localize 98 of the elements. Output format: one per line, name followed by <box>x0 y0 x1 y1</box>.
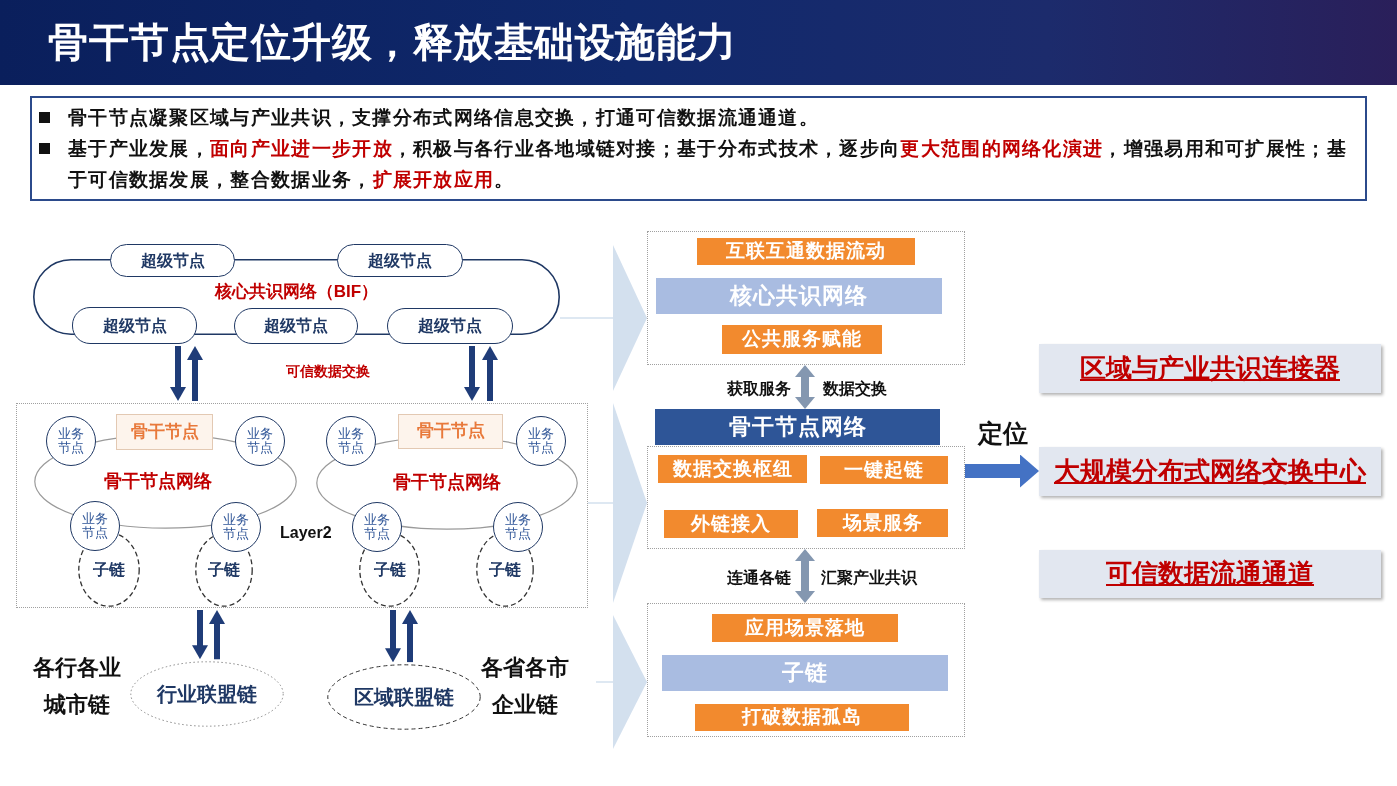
arrow <box>192 610 208 660</box>
arrow <box>209 610 225 660</box>
triangle-arrow <box>559 245 648 391</box>
capability-box <box>722 325 882 354</box>
service-node-circle <box>326 416 376 466</box>
node-label: 应用场景落地 <box>745 616 865 640</box>
layer-label: Layer2 <box>280 523 332 543</box>
layer-group-frame <box>647 446 965 549</box>
capability-box <box>664 510 798 538</box>
node-label: 业务节点 <box>82 511 108 541</box>
positioning-box <box>1039 447 1381 496</box>
network-label: 骨干节点网络 <box>393 472 501 494</box>
service-node-circle <box>352 502 402 552</box>
arrow <box>385 610 401 663</box>
layer-bar <box>662 655 948 691</box>
triangle-arrow <box>587 403 648 603</box>
node-label: 超级节点 <box>418 316 482 336</box>
bullet-text: 骨干节点凝聚区域与产业共识，支撑分布式网络信息交换，打通可信数据流通通道。 <box>68 106 821 130</box>
arrow <box>402 610 418 663</box>
node-label: 子链 <box>373 559 406 580</box>
capability-box <box>695 704 909 731</box>
node-label: 超级节点 <box>368 250 432 271</box>
node-label: 大规模分布式网络交换中心 <box>1054 455 1366 488</box>
node-label: 业务节点 <box>58 426 84 456</box>
arrow <box>482 346 498 401</box>
node-label: 子链 <box>208 560 240 580</box>
node-label: 业务节点 <box>505 512 531 542</box>
node-label: 区域联盟链 <box>354 685 454 709</box>
capability-box <box>817 509 948 537</box>
node-label: 业务节点 <box>223 512 249 542</box>
backbone-node-box <box>398 414 503 449</box>
super-node-pill <box>72 307 197 344</box>
edge-label: 定位 <box>976 418 1030 448</box>
capability-box <box>697 238 915 265</box>
ring-label: 核心共识网络（BIF） <box>214 281 379 303</box>
node-label: 公共服务赋能 <box>742 328 862 351</box>
side-caption: 各行各业城市链 <box>32 654 122 719</box>
super-node-pill <box>110 244 235 277</box>
node-label: 超级节点 <box>264 316 328 336</box>
node-label: 行业联盟链 <box>157 682 257 706</box>
service-node-circle <box>70 501 120 551</box>
bullet-panel <box>30 96 1367 201</box>
node-label: 子链 <box>93 559 125 580</box>
node-label: 业务节点 <box>338 426 364 456</box>
node-label: 业务节点 <box>528 426 554 456</box>
backbone-node-box <box>116 414 213 450</box>
node-label: 场景服务 <box>842 511 923 535</box>
arrow-caption: 连通各链 <box>727 568 791 588</box>
positioning-box <box>1039 344 1381 393</box>
caption-text: 可信数据交换 <box>286 363 370 381</box>
layer-bar <box>656 278 942 314</box>
node-label: 数据交换枢纽 <box>672 457 793 481</box>
super-node-pill <box>337 244 463 277</box>
double-arrow <box>795 549 815 603</box>
node-label: 核心共识网络 <box>730 282 868 310</box>
layer2-region <box>16 403 588 608</box>
node-label: 一键起链 <box>844 458 924 482</box>
node-label: 区域与产业共识连接器 <box>1080 352 1340 385</box>
layer-group-frame <box>647 603 965 737</box>
node-label: 业务节点 <box>364 512 390 542</box>
block-arrow <box>965 454 1039 488</box>
bullet-text: 基于产业发展，面向产业进一步开放，积极与各行业各地域链对接；基于分布式技术，逐步向更大范围的网络化演进，增强易用和可扩展性；基于可信数据发展，整合数据业务，扩展开放应用。 <box>68 137 1348 192</box>
node-label: 可信数据流通通道 <box>1106 558 1314 590</box>
arrow <box>170 346 186 401</box>
node-label: 打破数据孤岛 <box>742 706 862 729</box>
node-label: 骨干节点 <box>416 421 485 442</box>
service-node-circle <box>235 416 285 466</box>
layer-bar <box>655 409 940 445</box>
node-label: 业务节点 <box>247 426 273 456</box>
arrow-caption: 获取服务 <box>727 379 791 399</box>
node-label: 骨干节点网络 <box>728 413 867 441</box>
arrow-caption: 汇聚产业共识 <box>821 568 917 588</box>
service-node-circle <box>516 416 566 466</box>
node-label: 互联互通数据流动 <box>726 240 886 263</box>
arrow-caption: 数据交换 <box>823 379 887 399</box>
node-label: 子链 <box>782 659 828 687</box>
node-label: 超级节点 <box>102 315 167 336</box>
node-label: 子链 <box>489 559 521 580</box>
side-caption: 各省各市企业链 <box>480 654 570 719</box>
double-arrow <box>795 365 815 409</box>
network-label: 骨干节点网络 <box>103 470 212 493</box>
node-label: 超级节点 <box>140 250 205 271</box>
layer-group-frame <box>647 231 965 365</box>
service-node-circle <box>493 502 543 552</box>
super-node-pill <box>387 308 513 344</box>
positioning-box <box>1039 550 1381 598</box>
super-node-pill <box>234 308 358 344</box>
triangle-arrow <box>595 615 648 749</box>
service-node-circle <box>211 502 261 552</box>
slide-title: 骨干节点定位升级，释放基础设施能力 <box>48 19 737 66</box>
node-label: 骨干节点 <box>130 421 199 443</box>
service-node-circle <box>46 416 96 466</box>
node-label: 外链接入 <box>691 512 771 536</box>
arrow <box>187 346 203 401</box>
arrow <box>464 346 480 401</box>
capability-box <box>820 456 948 484</box>
capability-box <box>712 614 898 642</box>
capability-box <box>658 455 807 483</box>
